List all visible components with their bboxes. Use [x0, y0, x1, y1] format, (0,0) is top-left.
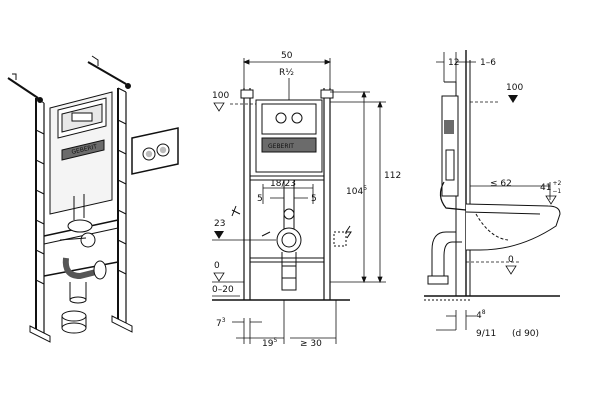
- isometric-view: GEBERIT: [7, 55, 179, 343]
- level-zero-marker: [213, 272, 225, 282]
- height-total-label: 112: [384, 171, 401, 181]
- waste-elbow: [62, 257, 107, 304]
- level-23-label: 23: [214, 219, 225, 229]
- wall-anchor-right: [87, 55, 131, 89]
- bottom-a-label: 48: [476, 309, 486, 321]
- cistern-brand-plate: GEBERIT: [61, 139, 105, 161]
- spacing-center-label: 18/23: [270, 179, 296, 189]
- bottom-b-note: (d 90): [512, 329, 539, 339]
- bottom-mid-label: 195: [262, 337, 277, 349]
- spacing-left-label: 5: [257, 194, 263, 204]
- waste-coupling-ring: [61, 310, 87, 334]
- bottom-left-label: 73: [216, 317, 226, 329]
- width-label: 50: [281, 51, 293, 61]
- wall-anchor-left: [7, 73, 43, 103]
- level-top-marker: [213, 102, 225, 112]
- side-view: [424, 50, 561, 301]
- bowl-height-label: 41+2−1: [540, 180, 561, 195]
- level-top-label: 100: [212, 91, 229, 101]
- side-level-zero-marker: [505, 265, 517, 275]
- top-gap-a-label: 12: [448, 58, 459, 68]
- connection-label: R½: [279, 68, 294, 78]
- floor-range-label: 0–20: [212, 285, 234, 295]
- side-view-dimensions: [436, 52, 551, 331]
- height-frame-label: 1045: [346, 185, 367, 197]
- cistern-body: [49, 91, 113, 215]
- front-brand-label: GEBERIT: [268, 143, 294, 150]
- frame-feet: [29, 315, 133, 343]
- level-zero-label: 0: [214, 261, 220, 271]
- side-level-zero-label: 0: [508, 255, 514, 265]
- top-gap-b-label: 1–6: [480, 58, 496, 68]
- front-view-labels: 50 R½ 100 112 1045 18/23 5 5 23 0 0–20 7…: [212, 51, 401, 349]
- flush-pipe: [59, 194, 96, 248]
- flush-actuator-plate: [131, 127, 179, 175]
- spacing-right-label: 5: [311, 194, 317, 204]
- bowl-height-marker: [545, 195, 557, 205]
- front-view-dimensions: [212, 58, 386, 344]
- bottom-right-label: ≥ 30: [300, 339, 322, 349]
- bowl-depth-label: ≤ 62: [490, 179, 512, 189]
- bottom-b-label: 9/11: [476, 329, 496, 339]
- side-level-top-marker: [508, 95, 518, 103]
- frame-rails: [35, 87, 127, 334]
- side-view-labels: 12 1–6 100 ≤ 62 41+2−1 0 48 9/11 (d 90): [448, 58, 561, 339]
- front-view: GEBERIT: [231, 88, 352, 300]
- level-23-marker: [214, 231, 224, 239]
- side-level-top-label: 100: [506, 83, 523, 93]
